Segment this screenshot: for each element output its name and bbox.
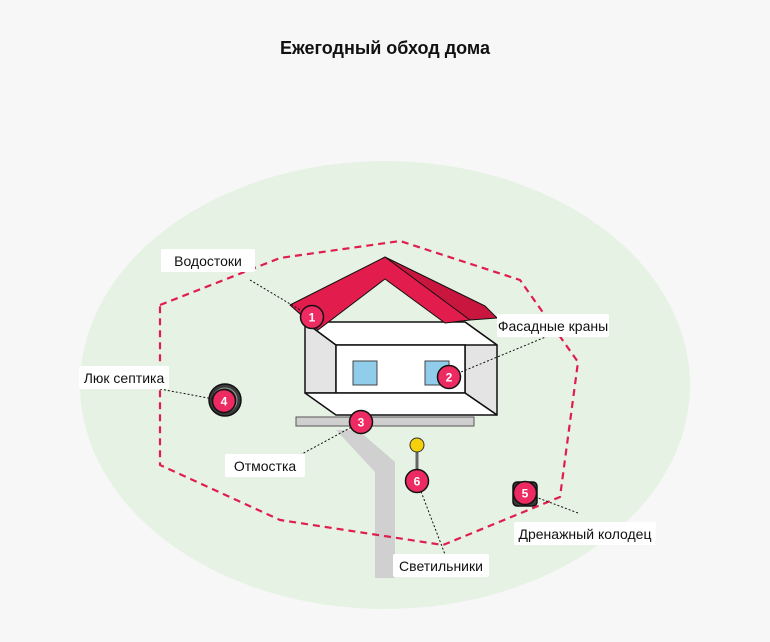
marker-1[interactable]: 1: [299, 304, 325, 330]
marker-4-number: 4: [221, 395, 228, 409]
yard-lamp: [409, 437, 425, 472]
marker-2-number: 2: [446, 371, 453, 385]
label-2-text: Фасадные краны: [498, 318, 608, 334]
marker-1-number: 1: [309, 311, 316, 325]
label-6: Светильники: [393, 554, 489, 577]
marker-6[interactable]: 6: [404, 468, 430, 494]
label-1-text: Водостоки: [174, 253, 242, 269]
label-2: Фасадные краны: [497, 314, 609, 337]
leader-line-6: [416, 480, 447, 558]
marker-5-number: 5: [522, 487, 529, 501]
label-5: Дренажный колодец: [514, 522, 656, 545]
marker-4[interactable]: 4: [211, 388, 237, 414]
leader-line-5: [524, 492, 579, 514]
marker-3[interactable]: 3: [348, 409, 374, 435]
marker-2[interactable]: 2: [436, 364, 462, 390]
marker-6-number: 6: [414, 475, 421, 489]
marker-3-number: 3: [358, 416, 365, 430]
leader-line-2: [448, 335, 549, 378]
house-floor-face: [304, 392, 498, 416]
house: [289, 256, 498, 416]
house-top-face: [304, 321, 498, 346]
lamp-bulb: [409, 437, 425, 453]
roof-front-slope: [289, 256, 471, 331]
inspection-route: [158, 239, 580, 547]
label-4: Люк септика: [79, 366, 169, 389]
garden-path: [336, 430, 395, 578]
label-3-text: Отмостка: [234, 458, 297, 474]
label-4-text: Люк септика: [84, 370, 165, 386]
label-3: Отмостка: [225, 454, 305, 477]
page-title: Ежегодный обход дома: [280, 38, 490, 58]
label-6-text: Светильники: [399, 558, 483, 574]
foundation-slab: [295, 416, 475, 427]
leader-line-4: [159, 388, 225, 402]
label-5-text: Дренажный колодец: [519, 526, 652, 542]
label-1: Водостоки: [161, 249, 255, 272]
marker-5[interactable]: 5: [512, 480, 538, 506]
window-left: [352, 360, 378, 386]
